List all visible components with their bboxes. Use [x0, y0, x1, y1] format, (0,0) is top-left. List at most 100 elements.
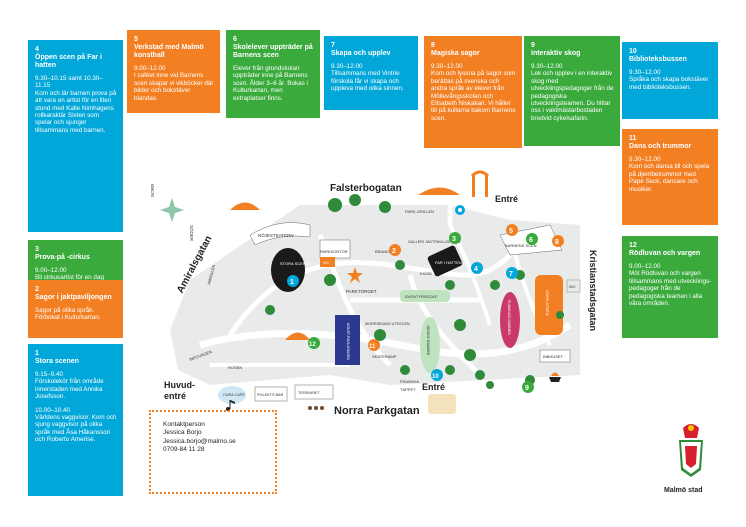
wc-left [320, 257, 335, 267]
contact-heading: Kontaktperson [163, 421, 205, 428]
marker-11: 11 [368, 339, 380, 351]
marker-1: 1 [287, 275, 299, 287]
svg-text:4: 4 [474, 266, 478, 273]
polkets-bar [254, 386, 288, 402]
box-title: Verkstad med Malmö konsthall [134, 44, 204, 59]
info-box-5: 5 Verkstad med Malmö konsthall 9.00–12.0… [127, 30, 220, 113]
contact-box: Kontaktperson Jessica Borjo Jessica.borj… [149, 410, 277, 494]
box-time-2: 10.00–10.40 [35, 406, 71, 414]
info-box-7: 7 Skapa och upplev 9.30–12.00 Tillsamman… [324, 36, 418, 110]
box-time: 9.30–12.00 [331, 63, 363, 70]
marker-2: 2 [389, 244, 401, 256]
box-body: Möt Rödluvan och vargen tillsammans med … [629, 270, 712, 308]
marker-6: 6 [526, 233, 538, 245]
nojesteatern-building [249, 222, 311, 246]
marker-4: 4 [471, 262, 483, 274]
box-title: Stora scenen [35, 358, 79, 365]
far-i-hatten-stage [427, 245, 463, 277]
paw-print-icon [308, 406, 324, 410]
wc-right [566, 279, 581, 293]
marker-8: 8 [552, 235, 564, 247]
box-time: 9.30–12.00 [431, 63, 463, 70]
logo-text: Malmö stad [664, 487, 703, 494]
contact-name: Jessica Borjo [163, 429, 202, 437]
box-title: Dans och trummor [629, 143, 692, 150]
box-body: Elever från grundskolan uppträder inne p… [233, 65, 308, 102]
marker-3: 3 [449, 232, 461, 244]
info-box-6: 6 Skolelever uppträder på Barnens scen E… [226, 30, 320, 118]
franska-label: FRANSKA [400, 379, 419, 384]
box-time: 9.15–9.40 [35, 371, 64, 378]
cura-cafe-label: CURA CAFÉ [223, 392, 245, 397]
bibhuset-building [539, 349, 571, 363]
tappet-label: TÄPPET [400, 387, 416, 392]
park-ground [170, 205, 580, 385]
box-time: 9.30–12.00 [629, 69, 661, 76]
compass-icon [160, 198, 184, 222]
soder-label: SÖDER [189, 225, 195, 242]
orange-umbrella-right [418, 187, 460, 195]
svg-text:1: 1 [290, 279, 294, 286]
marker-5: 5 [506, 224, 518, 236]
aventyrsgolf-label: ÄVENTYRSGOLF [405, 294, 438, 299]
box-title: Interaktiv skog [531, 50, 581, 57]
lekplatsen-label: LEKPLATSEN [545, 290, 550, 316]
info-box-11: 11 Dans och trummor 9.30–12.00 Kom och d… [622, 129, 718, 225]
street-falsterbogatan: Falsterbogatan [330, 183, 402, 194]
aventyrsgolf-area [400, 290, 450, 302]
svg-text:5: 5 [509, 228, 513, 235]
polkets-bar-label: POLKETS BAR [257, 393, 284, 397]
flamingo-dammen [500, 292, 520, 348]
svg-text:11: 11 [369, 344, 376, 350]
wc-label-left: WC [323, 260, 330, 265]
terrariet-label: TERRARIET [298, 391, 320, 395]
svg-text:3: 3 [452, 236, 456, 243]
wc-label-right: WC [569, 284, 576, 289]
box-time: 9.30–12.00 [531, 63, 563, 70]
box-number: 11 [629, 135, 637, 142]
stora-scenen-label: STORA SCENEN [280, 261, 311, 266]
rosen-label: ROSEN [228, 365, 242, 370]
entrance-gate-top [470, 170, 490, 197]
path-2 [227, 253, 512, 337]
svg-text:2: 2 [392, 248, 396, 255]
label-entre-bottom: Entré [422, 382, 446, 392]
box-number: 6 [233, 36, 237, 43]
box-time: 9.30–12.00 [629, 156, 661, 163]
box-body: Språka och skapa bokstäver med bibliotek… [629, 76, 709, 91]
skateramp-label: SKATERAMP [372, 354, 397, 359]
terrariet [294, 384, 334, 400]
info-box-2: 2 Sagor i jaktpaviljongen Sagor på olika… [28, 280, 123, 338]
box-time: 9.00–12.00 [35, 267, 67, 274]
box-number: 9 [531, 42, 535, 49]
box-body: Kom och lär barnen prova på att vara en … [35, 89, 117, 134]
svg-text:6: 6 [529, 237, 533, 244]
marker-7: 7 [506, 267, 518, 279]
bibhuset-label: BIBHUSET [543, 354, 564, 359]
jungle-dammen [420, 317, 440, 373]
box-number: 7 [331, 42, 335, 49]
info-box-12: 12 Rödluvan och vargen 9.00–12.00 Möt Rö… [622, 236, 718, 338]
svg-text:8: 8 [555, 239, 559, 246]
box-body: Kom och lyssna på sagor som berättas på … [431, 70, 516, 122]
park-map: NORR SÖDER NÖJESTEATERN STORA SCENEN PAR… [150, 170, 581, 414]
box-number: 1 [35, 350, 39, 357]
branda-label: BRANDA [375, 249, 392, 254]
svg-text:10: 10 [432, 374, 439, 380]
contact-email[interactable]: Jessica.borjo@malmo.se [163, 437, 236, 445]
nojesteatern-label: NÖJESTEATERN [258, 232, 294, 238]
box-body: Förskolekör från område innerstaden med … [35, 378, 104, 401]
box-time: 9.30–10.15 samt 10.30–11.15 [35, 75, 103, 90]
info-box-1: 1 Stora scenen 9.15–9.40 Förskolekör frå… [28, 344, 123, 496]
box-title: Sagor i jaktpaviljongen [35, 294, 112, 301]
box-number: 2 [35, 286, 39, 293]
box-number: 10 [629, 48, 637, 55]
box-title: Magiska sagor [431, 50, 480, 57]
barnens-scen-label: BARNENS SCEN [505, 243, 537, 248]
marker-10: 10 [431, 369, 443, 381]
pinwheel-icon [455, 205, 465, 215]
star-icon [347, 267, 363, 283]
box-title: Skapa och upplev [331, 50, 391, 57]
contact-phone: 0709-84 11 28 [163, 446, 205, 454]
grill-icon [549, 372, 561, 382]
